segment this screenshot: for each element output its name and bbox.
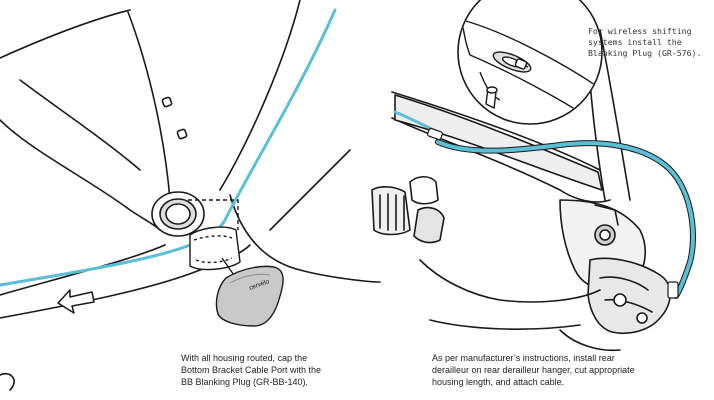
- bb-blanking-plug: cervélo: [215, 265, 284, 327]
- right-panel-frame: [371, 29, 671, 352]
- cable-end-ferrule: [427, 127, 679, 299]
- left-arrow-icon: [57, 289, 95, 314]
- wireless-shifting-callout: For wireless shifting systems install th…: [588, 26, 702, 58]
- left-panel-frame: [0, 0, 381, 391]
- blanking-plug-detail-circle: [457, 0, 603, 125]
- left-cable-housing: [0, 8, 337, 287]
- left-caption: With all housing routed, cap the Bottom …: [181, 353, 322, 387]
- right-caption: As per manufacturer’s instructions, inst…: [432, 353, 635, 387]
